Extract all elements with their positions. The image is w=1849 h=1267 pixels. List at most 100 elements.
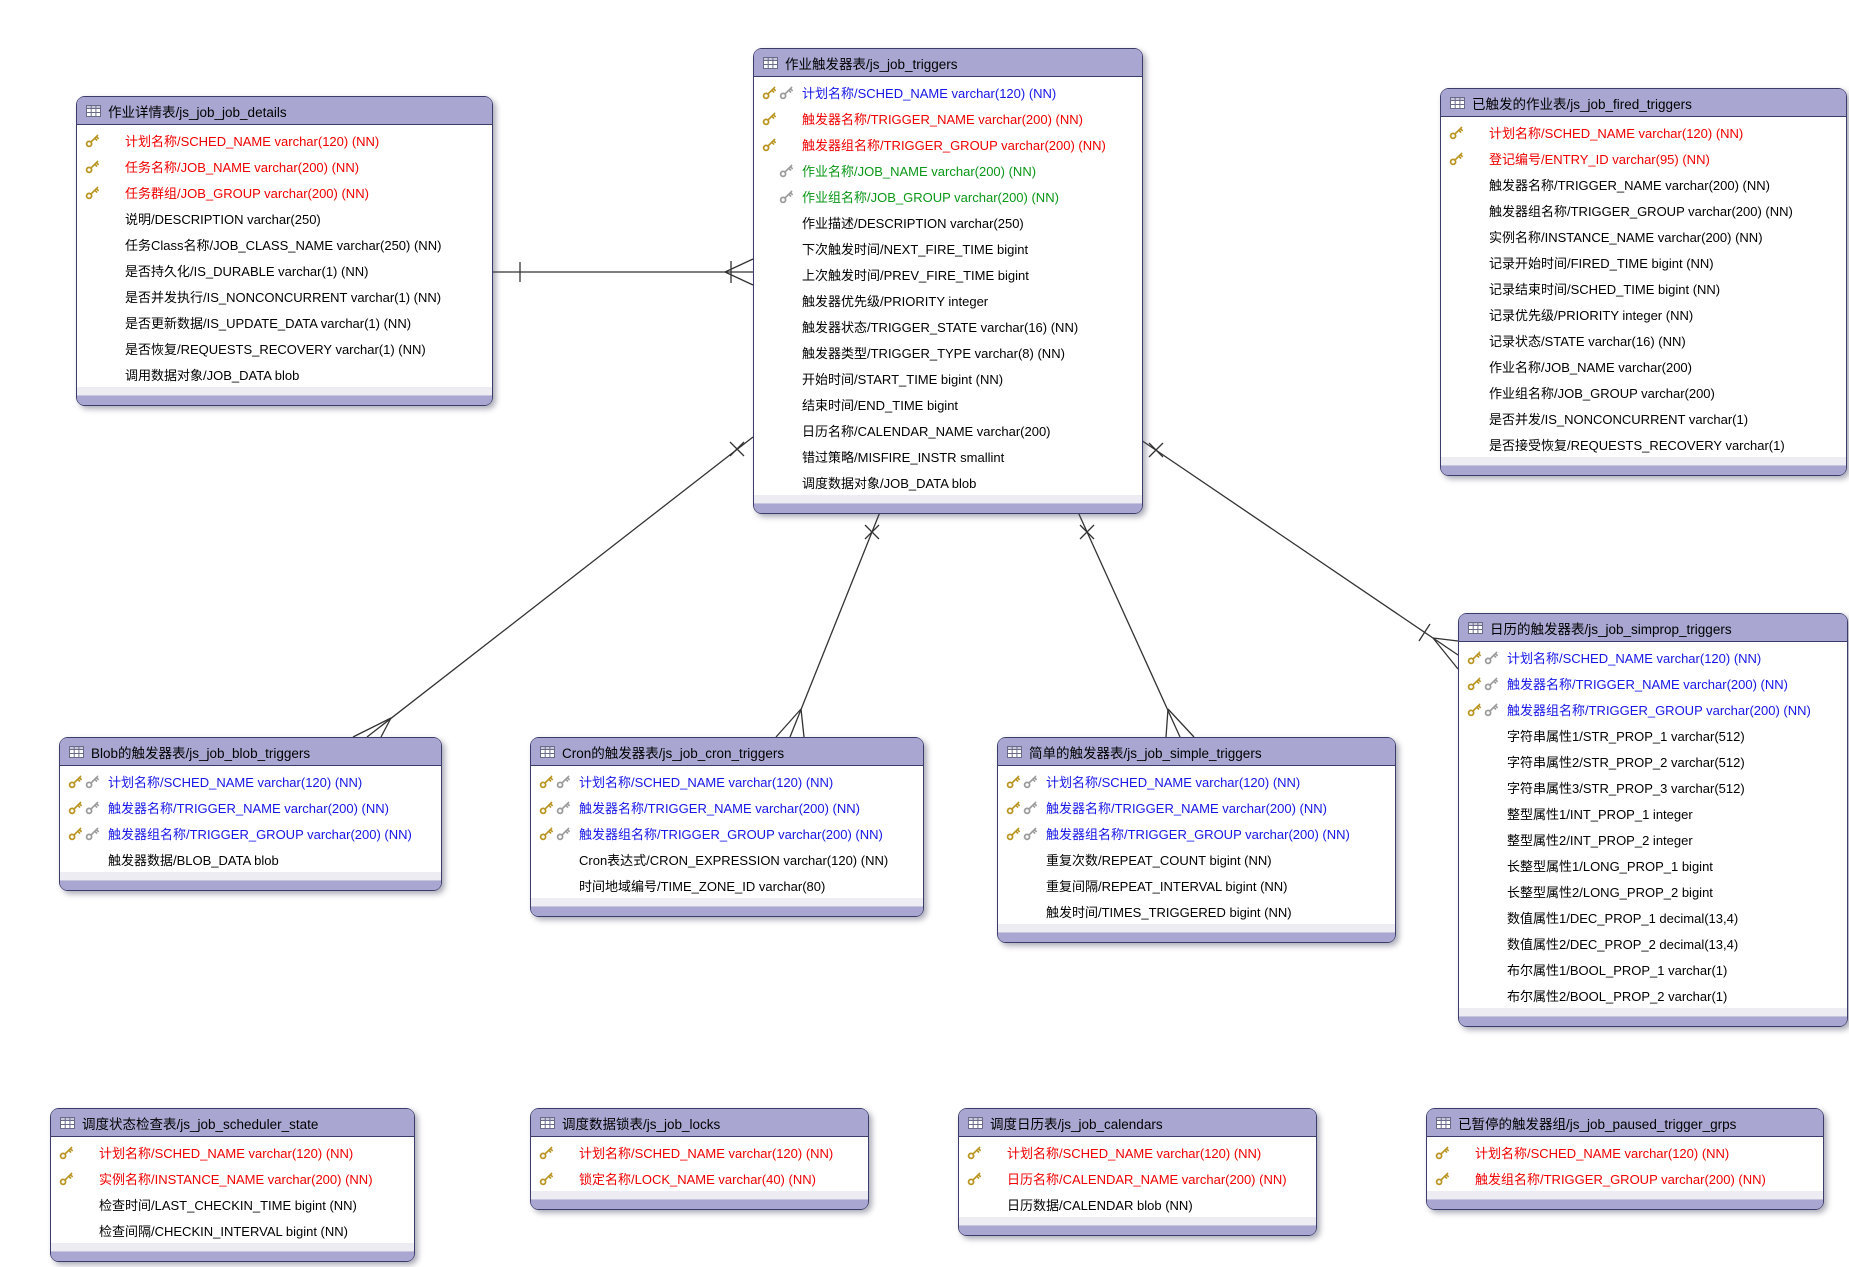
column-row[interactable]: 作业组名称/JOB_GROUP varchar(200) [1441, 379, 1846, 405]
column-row[interactable]: 作业描述/DESCRIPTION varchar(250) [754, 209, 1142, 235]
column-row[interactable]: 数值属性2/DEC_PROP_2 decimal(13,4) [1459, 930, 1847, 956]
table-header[interactable]: 日历的触发器表/js_job_simprop_triggers [1459, 614, 1847, 642]
table-js_job_simprop_triggers[interactable]: 日历的触发器表/js_job_simprop_triggers 计划名称/SCH… [1458, 613, 1848, 1027]
column-row[interactable]: 触发器名称/TRIGGER_NAME varchar(200) (NN) [531, 794, 923, 820]
table-header[interactable]: 调度状态检查表/js_job_scheduler_state [51, 1109, 414, 1137]
column-row[interactable]: 触发器名称/TRIGGER_NAME varchar(200) (NN) [1441, 171, 1846, 197]
column-row[interactable]: 作业名称/JOB_NAME varchar(200) (NN) [754, 157, 1142, 183]
column-row[interactable]: 任务名称/JOB_NAME varchar(200) (NN) [77, 153, 492, 179]
column-row[interactable]: 触发器类型/TRIGGER_TYPE varchar(8) (NN) [754, 339, 1142, 365]
column-row[interactable]: 布尔属性1/BOOL_PROP_1 varchar(1) [1459, 956, 1847, 982]
table-js_job_calendars[interactable]: 调度日历表/js_job_calendars 计划名称/SCHED_NAME v… [958, 1108, 1317, 1236]
column-row[interactable]: 日历名称/CALENDAR_NAME varchar(200) [754, 417, 1142, 443]
column-row[interactable]: 触发器组名称/TRIGGER_GROUP varchar(200) (NN) [1459, 696, 1847, 722]
column-row[interactable]: 是否并发执行/IS_NONCONCURRENT varchar(1) (NN) [77, 283, 492, 309]
table-header[interactable]: Cron的触发器表/js_job_cron_triggers [531, 738, 923, 766]
column-row[interactable]: 是否持久化/IS_DURABLE varchar(1) (NN) [77, 257, 492, 283]
column-row[interactable]: 作业组名称/JOB_GROUP varchar(200) (NN) [754, 183, 1142, 209]
column-row[interactable]: 任务群组/JOB_GROUP varchar(200) (NN) [77, 179, 492, 205]
column-row[interactable]: 触发器名称/TRIGGER_NAME varchar(200) (NN) [60, 794, 441, 820]
column-row[interactable]: 作业名称/JOB_NAME varchar(200) [1441, 353, 1846, 379]
column-row[interactable]: 记录状态/STATE varchar(16) (NN) [1441, 327, 1846, 353]
column-row[interactable]: 触发器优先级/PRIORITY integer [754, 287, 1142, 313]
table-header[interactable]: 作业详情表/js_job_job_details [77, 97, 492, 125]
column-row[interactable]: 实例名称/INSTANCE_NAME varchar(200) (NN) [51, 1165, 414, 1191]
column-row[interactable]: 计划名称/SCHED_NAME varchar(120) (NN) [531, 768, 923, 794]
table-header[interactable]: 简单的触发器表/js_job_simple_triggers [998, 738, 1395, 766]
column-row[interactable]: 字符串属性1/STR_PROP_1 varchar(512) [1459, 722, 1847, 748]
table-js_job_fired_triggers[interactable]: 已触发的作业表/js_job_fired_triggers 计划名称/SCHED… [1440, 88, 1847, 476]
table-js_job_simple_triggers[interactable]: 简单的触发器表/js_job_simple_triggers 计划名称/SCHE… [997, 737, 1396, 943]
column-row[interactable]: 重复次数/REPEAT_COUNT bigint (NN) [998, 846, 1395, 872]
table-js_job_blob_triggers[interactable]: Blob的触发器表/js_job_blob_triggers 计划名称/SCHE… [59, 737, 442, 891]
column-row[interactable]: 计划名称/SCHED_NAME varchar(120) (NN) [998, 768, 1395, 794]
column-row[interactable]: 重复间隔/REPEAT_INTERVAL bigint (NN) [998, 872, 1395, 898]
column-row[interactable]: 计划名称/SCHED_NAME varchar(120) (NN) [1459, 644, 1847, 670]
table-js_job_job_details[interactable]: 作业详情表/js_job_job_details 计划名称/SCHED_NAME… [76, 96, 493, 406]
column-row[interactable]: 检查间隔/CHECKIN_INTERVAL bigint (NN) [51, 1217, 414, 1243]
column-row[interactable]: 触发组名称/TRIGGER_GROUP varchar(200) (NN) [1427, 1165, 1823, 1191]
column-row[interactable]: 是否并发/IS_NONCONCURRENT varchar(1) [1441, 405, 1846, 431]
column-row[interactable]: 说明/DESCRIPTION varchar(250) [77, 205, 492, 231]
column-row[interactable]: 触发器名称/TRIGGER_NAME varchar(200) (NN) [998, 794, 1395, 820]
column-row[interactable]: 开始时间/START_TIME bigint (NN) [754, 365, 1142, 391]
column-row[interactable]: 触发时间/TIMES_TRIGGERED bigint (NN) [998, 898, 1395, 924]
column-row[interactable]: 检查时间/LAST_CHECKIN_TIME bigint (NN) [51, 1191, 414, 1217]
column-row[interactable]: 长整型属性1/LONG_PROP_1 bigint [1459, 852, 1847, 878]
column-row[interactable]: 上次触发时间/PREV_FIRE_TIME bigint [754, 261, 1142, 287]
table-js_job_locks[interactable]: 调度数据锁表/js_job_locks 计划名称/SCHED_NAME varc… [530, 1108, 869, 1210]
column-row[interactable]: 触发器数据/BLOB_DATA blob [60, 846, 441, 872]
table-js_job_triggers[interactable]: 作业触发器表/js_job_triggers 计划名称/SCHED_NAME v… [753, 48, 1143, 514]
table-header[interactable]: 作业触发器表/js_job_triggers [754, 49, 1142, 77]
column-row[interactable]: 计划名称/SCHED_NAME varchar(120) (NN) [51, 1139, 414, 1165]
table-header[interactable]: 已触发的作业表/js_job_fired_triggers [1441, 89, 1846, 117]
column-row[interactable]: 锁定名称/LOCK_NAME varchar(40) (NN) [531, 1165, 868, 1191]
column-row[interactable]: 触发器组名称/TRIGGER_GROUP varchar(200) (NN) [1441, 197, 1846, 223]
column-row[interactable]: 触发器组名称/TRIGGER_GROUP varchar(200) (NN) [998, 820, 1395, 846]
column-row[interactable]: 日历名称/CALENDAR_NAME varchar(200) (NN) [959, 1165, 1316, 1191]
column-row[interactable]: 布尔属性2/BOOL_PROP_2 varchar(1) [1459, 982, 1847, 1008]
column-row[interactable]: 整型属性2/INT_PROP_2 integer [1459, 826, 1847, 852]
column-row[interactable]: 错过策略/MISFIRE_INSTR smallint [754, 443, 1142, 469]
column-row[interactable]: 调用数据对象/JOB_DATA blob [77, 361, 492, 387]
column-row[interactable]: 计划名称/SCHED_NAME varchar(120) (NN) [1441, 119, 1846, 145]
column-row[interactable]: 触发器组名称/TRIGGER_GROUP varchar(200) (NN) [60, 820, 441, 846]
column-row[interactable]: 是否恢复/REQUESTS_RECOVERY varchar(1) (NN) [77, 335, 492, 361]
table-header[interactable]: 调度日历表/js_job_calendars [959, 1109, 1316, 1137]
column-row[interactable]: 是否接受恢复/REQUESTS_RECOVERY varchar(1) [1441, 431, 1846, 457]
column-row[interactable]: 字符串属性2/STR_PROP_2 varchar(512) [1459, 748, 1847, 774]
column-row[interactable]: 记录开始时间/FIRED_TIME bigint (NN) [1441, 249, 1846, 275]
column-row[interactable]: 记录优先级/PRIORITY integer (NN) [1441, 301, 1846, 327]
column-row[interactable]: 计划名称/SCHED_NAME varchar(120) (NN) [754, 79, 1142, 105]
column-row[interactable]: 登记编号/ENTRY_ID varchar(95) (NN) [1441, 145, 1846, 171]
column-row[interactable]: 整型属性1/INT_PROP_1 integer [1459, 800, 1847, 826]
table-js_job_cron_triggers[interactable]: Cron的触发器表/js_job_cron_triggers 计划名称/SCHE… [530, 737, 924, 917]
column-row[interactable]: 长整型属性2/LONG_PROP_2 bigint [1459, 878, 1847, 904]
column-row[interactable]: 日历数据/CALENDAR blob (NN) [959, 1191, 1316, 1217]
column-row[interactable]: 计划名称/SCHED_NAME varchar(120) (NN) [959, 1139, 1316, 1165]
column-row[interactable]: 是否更新数据/IS_UPDATE_DATA varchar(1) (NN) [77, 309, 492, 335]
column-row[interactable]: 触发器名称/TRIGGER_NAME varchar(200) (NN) [754, 105, 1142, 131]
column-row[interactable]: 字符串属性3/STR_PROP_3 varchar(512) [1459, 774, 1847, 800]
column-row[interactable]: 下次触发时间/NEXT_FIRE_TIME bigint [754, 235, 1142, 261]
table-header[interactable]: 调度数据锁表/js_job_locks [531, 1109, 868, 1137]
column-row[interactable]: 触发器状态/TRIGGER_STATE varchar(16) (NN) [754, 313, 1142, 339]
column-row[interactable]: Cron表达式/CRON_EXPRESSION varchar(120) (NN… [531, 846, 923, 872]
column-row[interactable]: 记录结束时间/SCHED_TIME bigint (NN) [1441, 275, 1846, 301]
table-js_job_scheduler_state[interactable]: 调度状态检查表/js_job_scheduler_state 计划名称/SCHE… [50, 1108, 415, 1262]
table-js_job_paused_trigger_grps[interactable]: 已暂停的触发器组/js_job_paused_trigger_grps 计划名称… [1426, 1108, 1824, 1210]
table-header[interactable]: 已暂停的触发器组/js_job_paused_trigger_grps [1427, 1109, 1823, 1137]
column-row[interactable]: 触发器名称/TRIGGER_NAME varchar(200) (NN) [1459, 670, 1847, 696]
column-row[interactable]: 结束时间/END_TIME bigint [754, 391, 1142, 417]
table-header[interactable]: Blob的触发器表/js_job_blob_triggers [60, 738, 441, 766]
column-row[interactable]: 计划名称/SCHED_NAME varchar(120) (NN) [531, 1139, 868, 1165]
column-row[interactable]: 数值属性1/DEC_PROP_1 decimal(13,4) [1459, 904, 1847, 930]
column-row[interactable]: 任务Class名称/JOB_CLASS_NAME varchar(250) (N… [77, 231, 492, 257]
column-row[interactable]: 触发器组名称/TRIGGER_GROUP varchar(200) (NN) [754, 131, 1142, 157]
column-row[interactable]: 计划名称/SCHED_NAME varchar(120) (NN) [1427, 1139, 1823, 1165]
column-row[interactable]: 计划名称/SCHED_NAME varchar(120) (NN) [60, 768, 441, 794]
column-row[interactable]: 计划名称/SCHED_NAME varchar(120) (NN) [77, 127, 492, 153]
column-row[interactable]: 触发器组名称/TRIGGER_GROUP varchar(200) (NN) [531, 820, 923, 846]
column-row[interactable]: 时间地域编号/TIME_ZONE_ID varchar(80) [531, 872, 923, 898]
column-row[interactable]: 调度数据对象/JOB_DATA blob [754, 469, 1142, 495]
